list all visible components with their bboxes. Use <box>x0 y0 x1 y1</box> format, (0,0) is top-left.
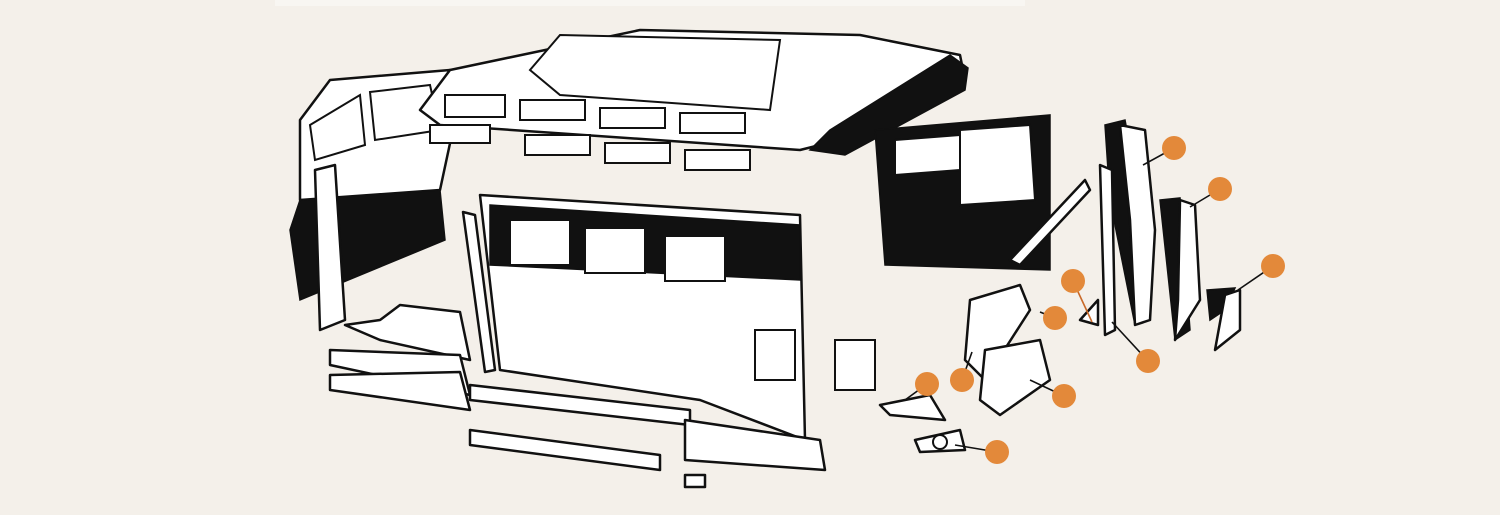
image-backdrop <box>275 0 1025 6</box>
side-panel <box>461 193 876 442</box>
hotspot-marker[interactable] <box>1061 269 1093 323</box>
hotspot-layer <box>904 136 1285 464</box>
hotspot-dot[interactable] <box>985 440 1009 464</box>
hotspot-dot[interactable] <box>950 368 974 392</box>
hotspot-marker[interactable] <box>904 372 939 401</box>
hotspot-marker[interactable] <box>1142 136 1186 166</box>
floor-pieces <box>878 283 1052 454</box>
roof-panel <box>418 28 969 171</box>
hotspot-dot[interactable] <box>1261 254 1285 278</box>
hotspot-dot[interactable] <box>1208 177 1232 201</box>
hotspot-dot[interactable] <box>915 372 939 396</box>
hotspot-marker[interactable] <box>950 351 974 392</box>
lower-rocker-panels <box>328 303 827 489</box>
roof-windows <box>429 94 751 171</box>
front-cab-panel <box>289 68 457 332</box>
rear-interior-panel <box>874 114 1092 271</box>
hotspot-marker[interactable] <box>1189 177 1232 208</box>
vent-grille <box>754 329 876 391</box>
hotspot-marker[interactable] <box>1039 306 1067 330</box>
hotspot-dot[interactable] <box>1043 306 1067 330</box>
hotspot-marker[interactable] <box>954 440 1009 464</box>
hotspot-dot[interactable] <box>1061 269 1085 293</box>
hotspot-dot[interactable] <box>1136 349 1160 373</box>
hotspot-dot[interactable] <box>1052 384 1076 408</box>
hotspot-marker[interactable] <box>1029 379 1076 408</box>
hotspot-marker[interactable] <box>1111 321 1160 373</box>
hotspot-marker[interactable] <box>1237 254 1285 291</box>
hotspot-dot[interactable] <box>1162 136 1186 160</box>
rear-corner-panels <box>1078 119 1242 352</box>
